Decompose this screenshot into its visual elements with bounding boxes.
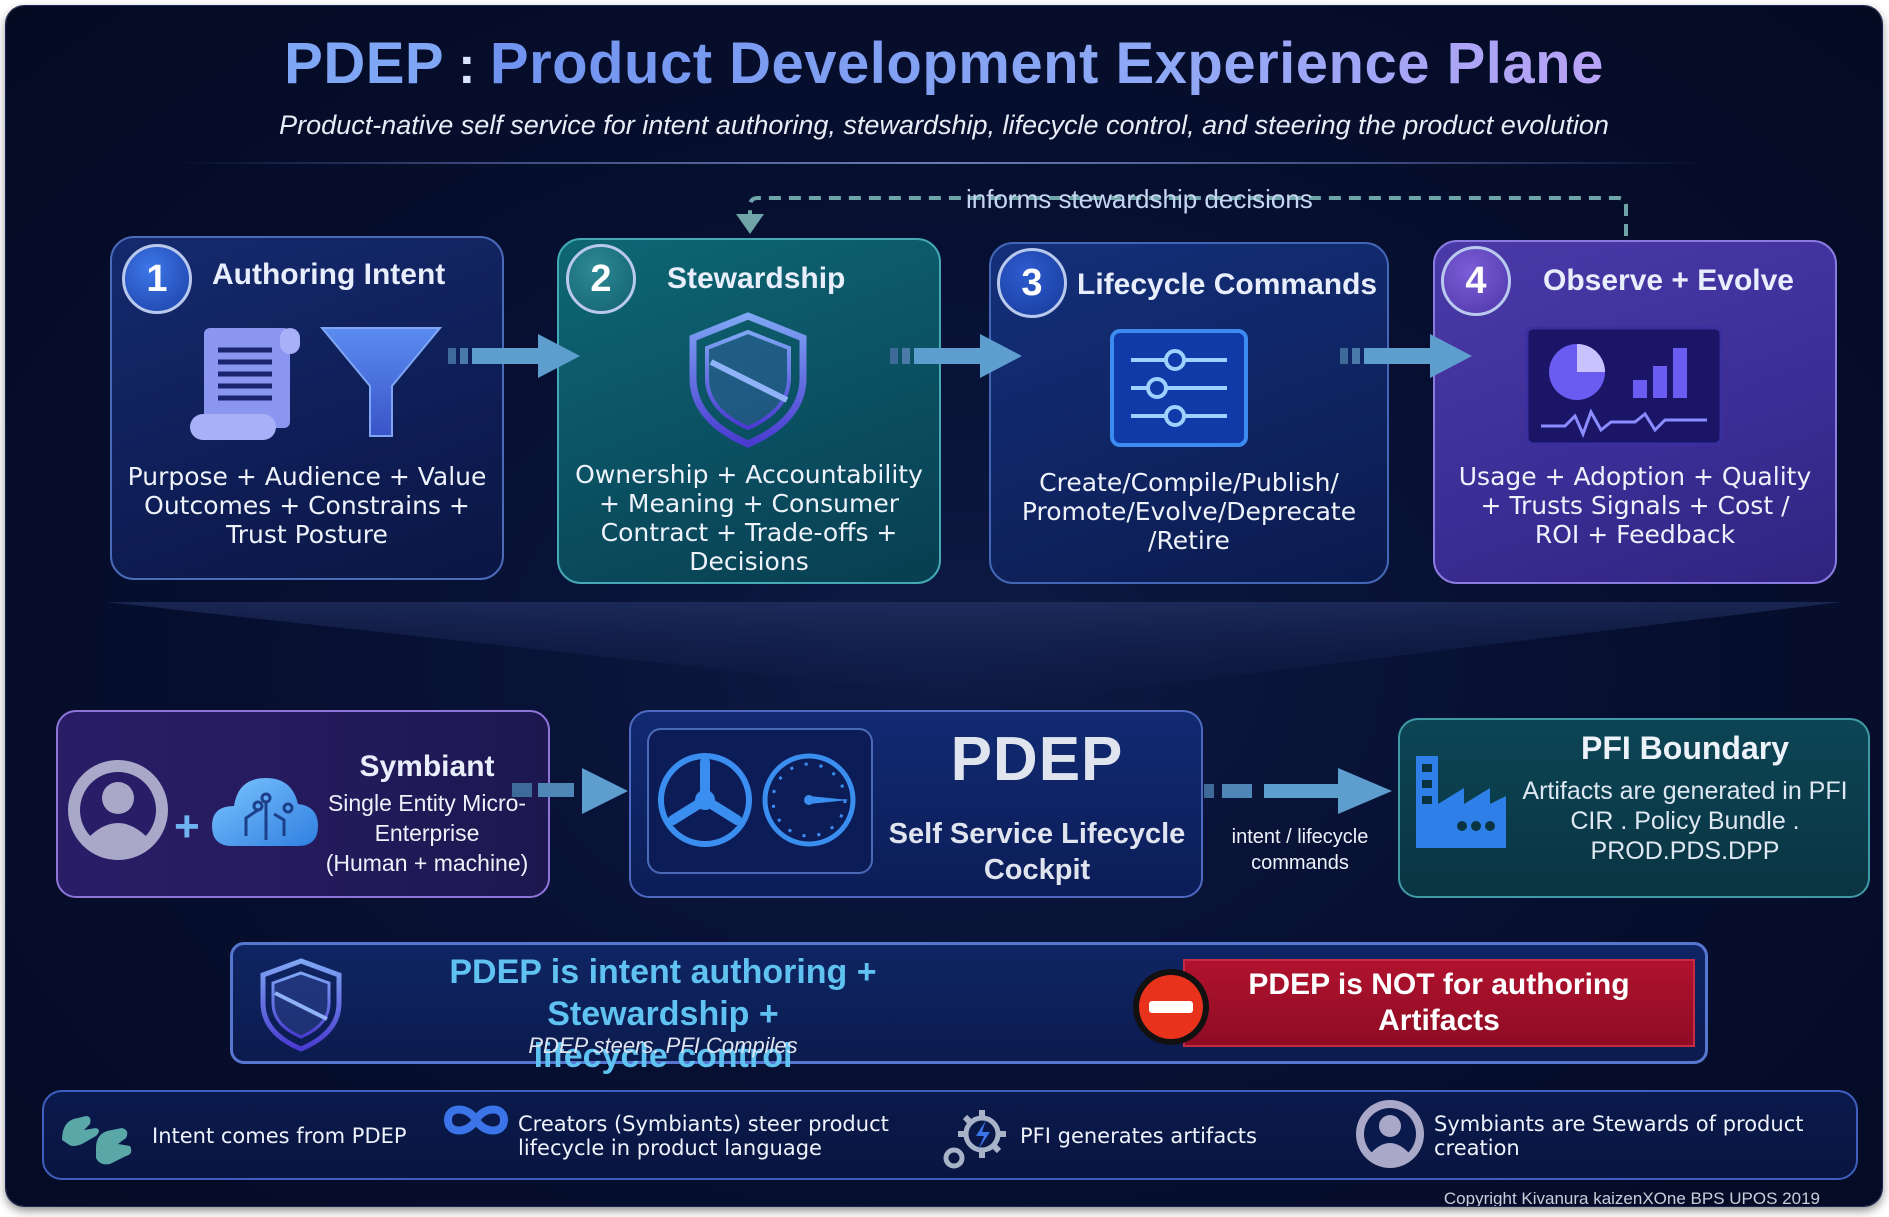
page-title: PDEP:Product Development Experience Plan… — [6, 30, 1882, 97]
pfi-title: PFI Boundary — [1580, 730, 1789, 766]
no-entry-icon — [1133, 969, 1209, 1045]
diagram-canvas: PDEP:Product Development Experience Plan… — [6, 6, 1882, 1206]
step-number-badge: 4 — [1441, 246, 1511, 316]
footer-item-text: Intent comes from PDEP — [152, 1124, 407, 1148]
intent-commands-label: intent / lifecycle commands — [1231, 826, 1369, 874]
cockpit-subtitle: Self Service Lifecycle Cockpit — [888, 818, 1186, 886]
cloud-circuit-icon — [212, 778, 318, 846]
copyright-notice: Copyright Kivanura kaizenXOne BPS UPOS 2… — [1443, 1189, 1820, 1206]
user-icon — [1356, 1100, 1424, 1168]
title-divider — [176, 162, 1706, 164]
step-title: Stewardship — [667, 262, 846, 295]
sliders-panel-icon — [1110, 329, 1248, 447]
pdep-is-statement: PDEP is intent authoring + Stewardship +… — [449, 953, 877, 1075]
pdep-cockpit-panel: PDEP Self Service Lifecycle Cockpit — [629, 710, 1203, 898]
pdep-not-panel: PDEP is NOT for authoring Artifacts — [1183, 959, 1695, 1047]
step-card-authoring-intent: 1 Authoring Intent Purpose + Audience + … — [110, 236, 504, 580]
step-card-observe-evolve: 4 Observe + Evolve Usage + Adoption + Qu… — [1433, 240, 1837, 584]
symbiant-title: Symbiant — [359, 750, 495, 783]
title-prefix: PDEP — [284, 31, 445, 96]
page-subtitle: Product-native self service for intent a… — [279, 110, 1609, 140]
infinity-icon — [444, 1105, 508, 1135]
steering-wheel-icon — [658, 753, 752, 847]
title-colon: : — [458, 37, 476, 95]
funnel-icon — [319, 327, 443, 437]
symbiant-panel: + Symbiant Single Entity Micro- Enterpri… — [56, 710, 550, 898]
shield-icon — [689, 312, 807, 448]
step-title: Lifecycle Commands — [1077, 268, 1378, 301]
feedback-loop-label: informs stewardship decisions — [966, 184, 1313, 214]
step-number-badge: 3 — [997, 248, 1067, 318]
step-title: Authoring Intent — [212, 258, 446, 291]
plus-sign: + — [174, 802, 200, 851]
footer-item-text: Creators (Symbiants) steer product lifec… — [518, 1112, 889, 1160]
factory-icon — [1416, 756, 1506, 848]
feedback-loop-arrow — [736, 196, 1628, 236]
step-card-lifecycle-commands: 3 Lifecycle Commands Create/Compile/Publ… — [989, 242, 1389, 584]
arrow-step1-to-step2 — [448, 334, 580, 378]
pfi-description: Artifacts are generated in PFI CIR . Pol… — [1522, 777, 1848, 865]
converging-band — [106, 602, 1842, 702]
arrow-symbiant-to-cockpit — [512, 768, 628, 814]
gears-icon — [943, 1110, 1006, 1169]
footer-item-text: PFI generates artifacts — [1020, 1124, 1257, 1148]
arrow-cockpit-to-pfi — [1204, 768, 1392, 814]
title-main: Product Development Experience Plane — [489, 31, 1604, 96]
banner-tagline: PDEP steers. PFI Compiles — [528, 1033, 798, 1058]
step-description: Create/Compile/Publish/ Promote/Evolve/D… — [1021, 468, 1357, 555]
person-avatar-icon — [68, 760, 168, 860]
step-description: Ownership + Accountability + Meaning + C… — [575, 460, 923, 576]
analytics-dashboard-icon — [1525, 326, 1723, 446]
shield-icon — [260, 958, 342, 1052]
gauge-dial-icon — [762, 753, 856, 847]
arrow-step3-to-step4 — [1340, 334, 1472, 378]
step-description: Purpose + Audience + Value Outcomes + Co… — [127, 462, 487, 549]
step-number-badge: 1 — [122, 244, 192, 314]
symbiant-description: Single Entity Micro- Enterprise (Human +… — [325, 790, 529, 876]
scroll-document-icon — [190, 328, 300, 440]
step-number-badge: 2 — [566, 244, 636, 314]
step-card-stewardship: 2 Stewardship Ownership + Accountability… — [557, 238, 941, 584]
hands-icon — [62, 1116, 132, 1165]
step-title: Observe + Evolve — [1543, 264, 1794, 297]
arrow-step2-to-step3 — [890, 334, 1022, 378]
cockpit-title: PDEP — [950, 725, 1124, 794]
footer-item-text: Symbiants are Stewards of product creati… — [1434, 1112, 1804, 1160]
pfi-boundary-panel: PFI Boundary Artifacts are generated in … — [1398, 718, 1870, 898]
pdep-not-statement: PDEP is NOT for authoring Artifacts — [1248, 968, 1630, 1037]
principles-footer: Intent comes from PDEP Creators (Symbian… — [42, 1090, 1858, 1180]
step-description: Usage + Adoption + Quality + Trusts Sign… — [1458, 462, 1812, 549]
positioning-banner: PDEP is intent authoring + Stewardship +… — [230, 942, 1708, 1075]
